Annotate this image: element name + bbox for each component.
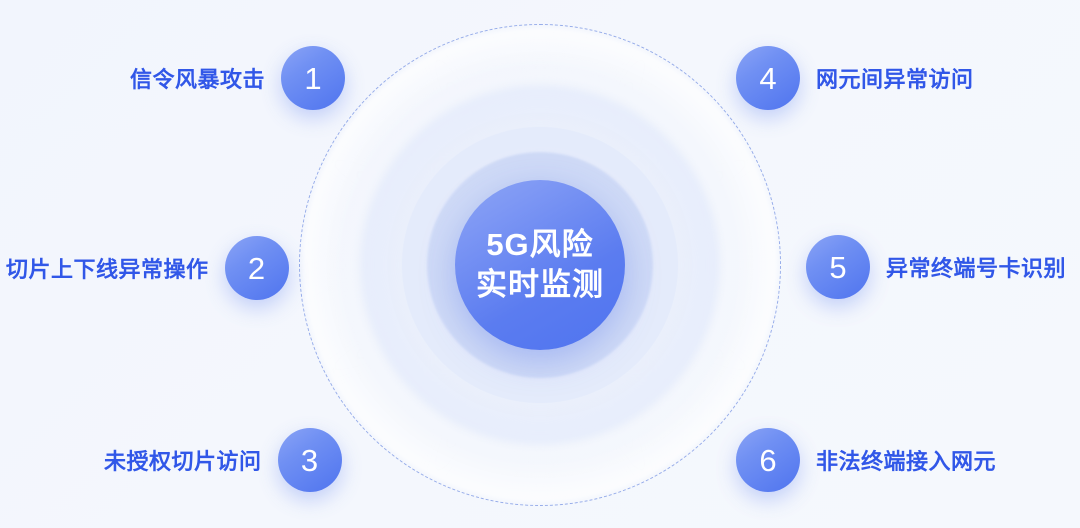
node-3-badge: 3 (277, 428, 342, 492)
node-4[interactable]: 4 网元间异常访问 (736, 46, 974, 110)
node-1-badge: 1 (281, 46, 346, 110)
node-6[interactable]: 6 非法终端接入网元 (736, 428, 996, 492)
node-1-label: 信令风暴攻击 (130, 67, 266, 92)
node-2-label: 切片上下线异常操作 (6, 257, 209, 282)
center-title-line-1: 5G风险 (486, 227, 594, 263)
node-5-label: 异常终端号卡识别 (886, 256, 1067, 281)
node-3-label: 未授权切片访问 (104, 449, 262, 474)
dashed-orbit-ring (299, 24, 781, 506)
node-4-label: 网元间异常访问 (816, 67, 974, 92)
center-hub: 5G风险 实时监测 (455, 180, 625, 350)
node-6-badge: 6 (736, 428, 800, 492)
node-3[interactable]: 3 未授权切片访问 (104, 428, 342, 492)
node-2[interactable]: 2 切片上下线异常操作 (6, 236, 289, 300)
node-5[interactable]: 5 异常终端号卡识别 (806, 235, 1066, 299)
node-5-badge: 5 (806, 235, 870, 299)
node-1[interactable]: 1 信令风暴攻击 (130, 46, 346, 110)
center-title-line-2: 实时监测 (476, 267, 604, 302)
node-4-badge: 4 (736, 46, 800, 110)
node-6-label: 非法终端接入网元 (816, 449, 997, 474)
node-2-badge: 2 (224, 236, 289, 300)
